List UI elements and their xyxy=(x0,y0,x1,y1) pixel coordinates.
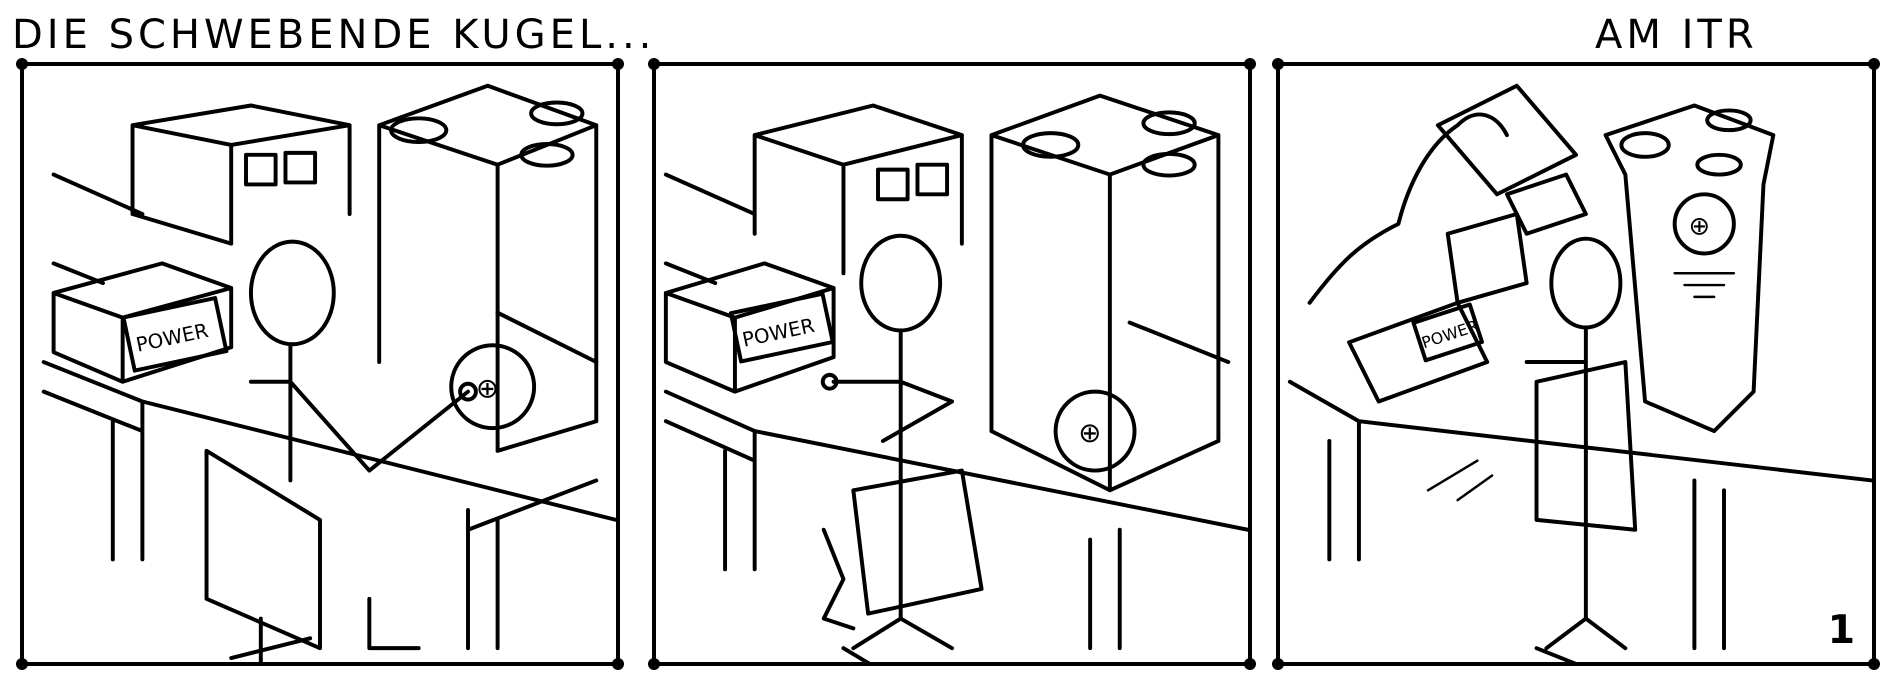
svg-text:⊕: ⊕ xyxy=(1078,416,1101,449)
page-number: 1 xyxy=(1828,607,1855,653)
svg-text:⊕: ⊕ xyxy=(1688,212,1709,242)
comic-location-label: AM ITR xyxy=(1595,12,1758,58)
panel-1-drawing: POWER ⊕ xyxy=(41,83,616,662)
comic-title: DIE SCHWEBENDE KUGEL... xyxy=(12,12,656,58)
comic-panel-2: POWER ⊕ xyxy=(648,58,1256,670)
power-label: POWER xyxy=(134,319,211,357)
panel-2-drawing: POWER ⊕ xyxy=(663,93,1248,662)
panel-3-drawing: POWER ⊕ 1 xyxy=(1287,83,1872,662)
comic-panel-1: POWER ⊕ xyxy=(16,58,624,670)
svg-text:⊕: ⊕ xyxy=(476,372,499,405)
comic-panel-3: POWER ⊕ 1 xyxy=(1272,58,1880,670)
